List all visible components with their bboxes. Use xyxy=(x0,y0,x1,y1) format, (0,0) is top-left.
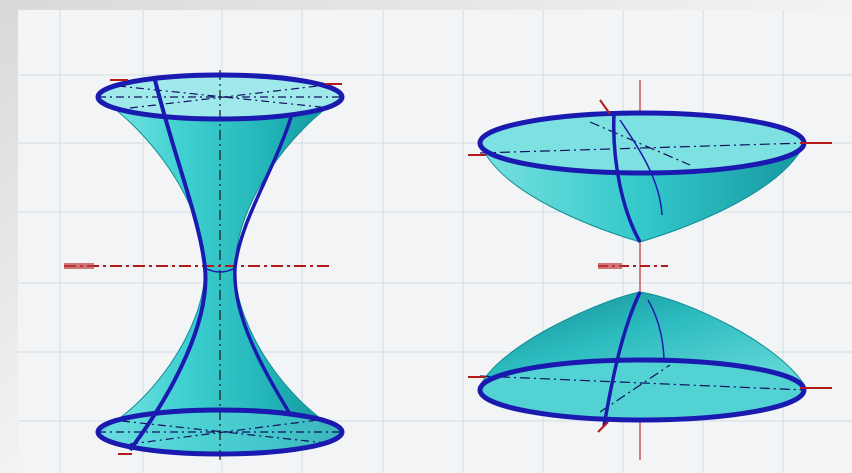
upper-ruling xyxy=(611,113,642,243)
lower-rim-guides xyxy=(479,364,806,413)
lower-ruling xyxy=(602,291,642,427)
axis-arrow-center xyxy=(598,263,622,269)
hyperboloid-one-sheet xyxy=(64,70,345,460)
lower-rim-fill xyxy=(480,360,804,420)
top-rim xyxy=(95,72,345,122)
lower-meridian xyxy=(647,299,665,363)
upper-rim-guides xyxy=(479,121,806,166)
lower-rim xyxy=(477,357,807,423)
hyperboloid-two-sheets xyxy=(468,80,832,460)
bottom-rim xyxy=(95,407,345,457)
upper-top-tick xyxy=(599,99,611,115)
upper-meridian xyxy=(619,119,663,216)
waist-circle xyxy=(204,267,236,273)
upper-rim-fill xyxy=(480,113,804,173)
axis-arrow-left xyxy=(64,263,94,269)
lower-bottom-tick xyxy=(597,421,609,433)
